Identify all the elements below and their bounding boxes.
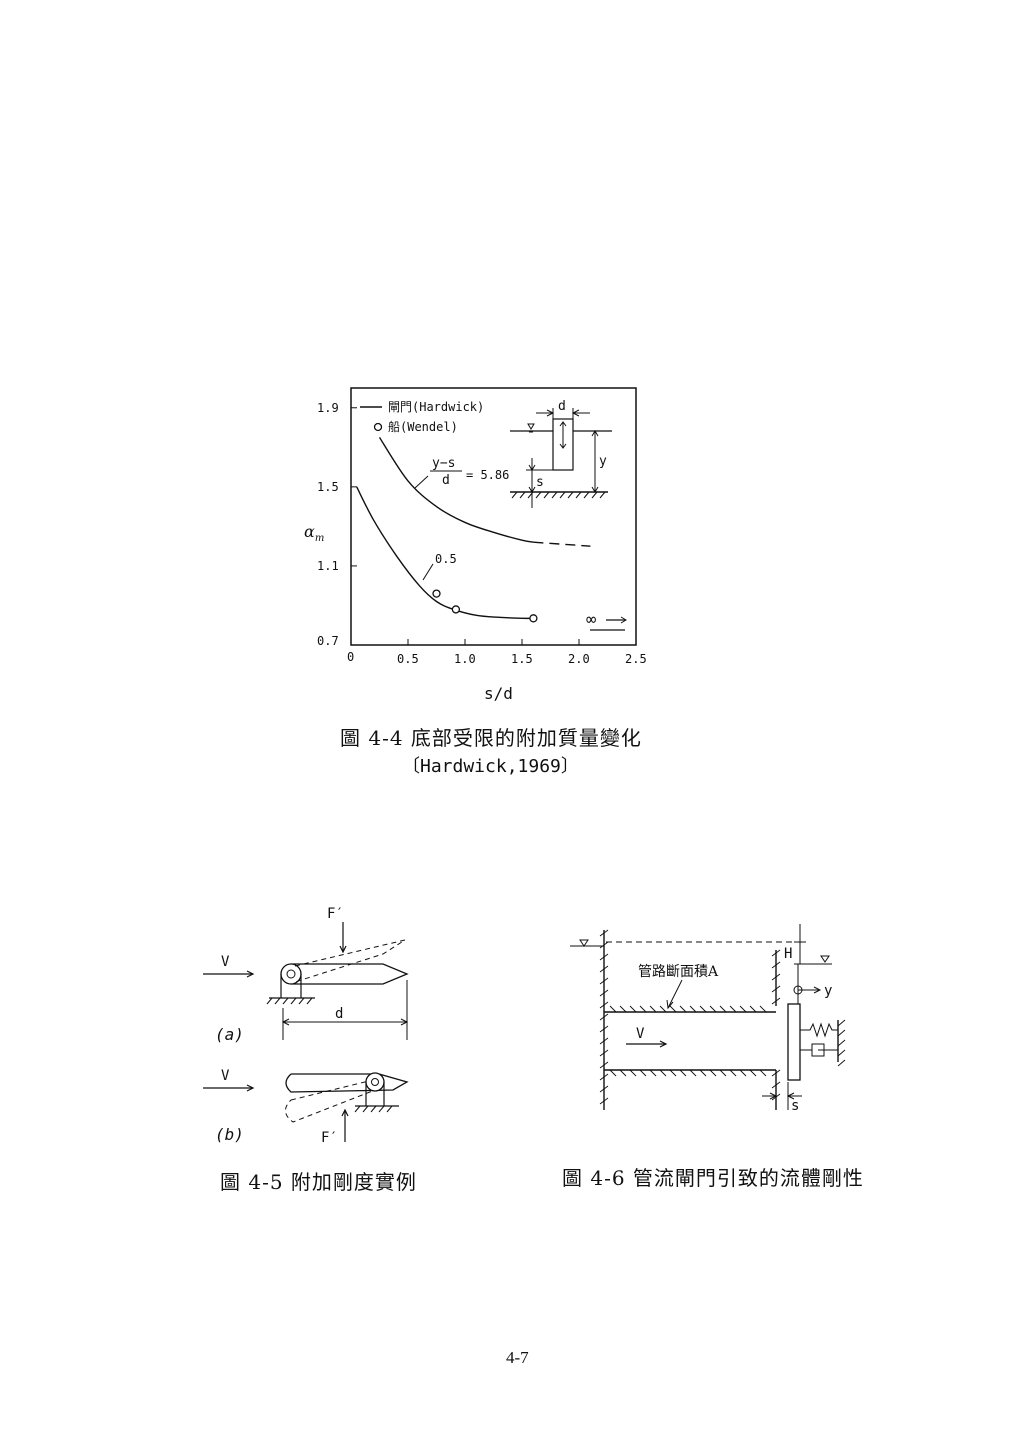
- data-point: [432, 589, 441, 598]
- x-tick-label: 1.5: [511, 652, 533, 666]
- f45-f-prime-top: F′: [327, 906, 344, 922]
- svg-text:d: d: [442, 473, 450, 488]
- y-tick-label: 1.5: [317, 480, 339, 494]
- f45-v-b: V: [221, 1068, 230, 1084]
- data-point: [529, 614, 538, 623]
- svg-text:= 5.86: = 5.86: [466, 468, 509, 482]
- x-axis-label: s/d: [484, 684, 513, 703]
- plot-frame: [350, 387, 637, 646]
- data-points: [432, 589, 538, 623]
- page-number: 4-7: [506, 1348, 529, 1367]
- infinity-label: ∞: [586, 610, 596, 630]
- series-line: [356, 486, 534, 620]
- figure-4-6-diagram: 管路斷面積A V H y s: [570, 924, 846, 1114]
- x-tick-label: 0: [347, 650, 354, 664]
- series-line-extrapolated: [533, 541, 591, 547]
- f45-dim-d: d: [335, 1006, 343, 1022]
- y-tick-label: 1.1: [317, 559, 339, 573]
- y-axis-label: αm: [304, 522, 324, 544]
- x-tick-label: 1.0: [454, 652, 476, 666]
- gate-plate: [787, 1003, 801, 1081]
- y-tick-label: 0.7: [317, 634, 339, 648]
- f45-label-b: (b): [215, 1125, 244, 1144]
- f46-y-label: y: [824, 983, 832, 999]
- inset-s-label: s: [536, 475, 544, 490]
- flap-b: [285, 1072, 409, 1123]
- data-curves: [356, 437, 591, 620]
- curve-label-0-5: 0.5: [435, 552, 457, 566]
- f45-f-prime-bottom: F′: [321, 1130, 338, 1146]
- x-tick-label: 2.0: [568, 652, 590, 666]
- f45-label-a: (a): [215, 1025, 244, 1044]
- y-tick-label: 1.9: [317, 401, 339, 415]
- flap-a: [266, 939, 409, 1005]
- f46-pipe-area-label: 管路斷面積A: [638, 964, 719, 980]
- inset-sketch: d y s: [510, 399, 612, 508]
- figure-4-4-caption: 圖 4-4 底部受限的附加質量變化: [340, 726, 642, 750]
- ratio-label: y−s d = 5.86: [414, 456, 509, 489]
- figure-4-5-caption: 圖 4-5 附加剛度實例: [220, 1170, 417, 1194]
- axis-ticks: 0 0.5 1.0 1.5 2.0 2.5 0.7 1.1 1.5 1.9: [317, 401, 647, 666]
- f46-velocity-label: V: [636, 1026, 645, 1042]
- x-tick-label: 2.5: [625, 652, 647, 666]
- figure-4-5-diagram: V F′ d (a) V F′ (b): [203, 906, 409, 1146]
- series-line: [378, 437, 534, 543]
- figure-4-4-citation: 〔Hardwick,1969〕: [402, 756, 579, 777]
- inset-y-label: y: [599, 454, 607, 469]
- legend-circle-swatch: [373, 422, 383, 432]
- f45-v-a: V: [221, 954, 230, 970]
- figure-4-6-caption: 圖 4-6 管流閘門引致的流體剛性: [562, 1166, 864, 1190]
- data-point: [451, 605, 461, 614]
- figure-4-4-chart: 0 0.5 1.0 1.5 2.0 2.5 0.7 1.1 1.5 1.9 閘門(Hardwick…: [304, 387, 647, 666]
- x-tick-label: 0.5: [397, 652, 419, 666]
- legend-circle-label: 船(Wendel): [388, 420, 458, 434]
- f46-head-label: H: [784, 946, 792, 962]
- svg-text:y−s: y−s: [432, 456, 455, 471]
- inset-d-label: d: [558, 399, 566, 414]
- f46-s-label: s: [791, 1098, 799, 1114]
- legend-line-label: 閘門(Hardwick): [388, 400, 484, 414]
